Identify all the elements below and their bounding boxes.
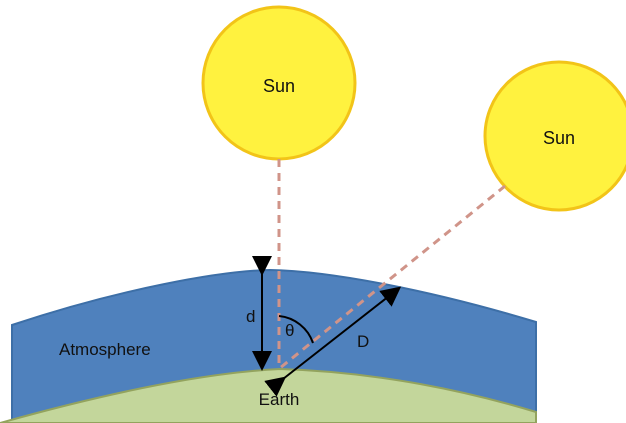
slant-distance-arrow — [264, 286, 402, 397]
sun-top-label: Sun — [263, 76, 295, 96]
atmosphere-label: Atmosphere — [59, 340, 151, 359]
sun-right — [483, 60, 626, 212]
angle-label: θ — [285, 321, 294, 340]
vertical-distance-label: d — [246, 307, 255, 326]
sun-right-label: Sun — [543, 128, 575, 148]
slant-distance-label: D — [357, 332, 369, 351]
earth-label: Earth — [259, 390, 300, 409]
